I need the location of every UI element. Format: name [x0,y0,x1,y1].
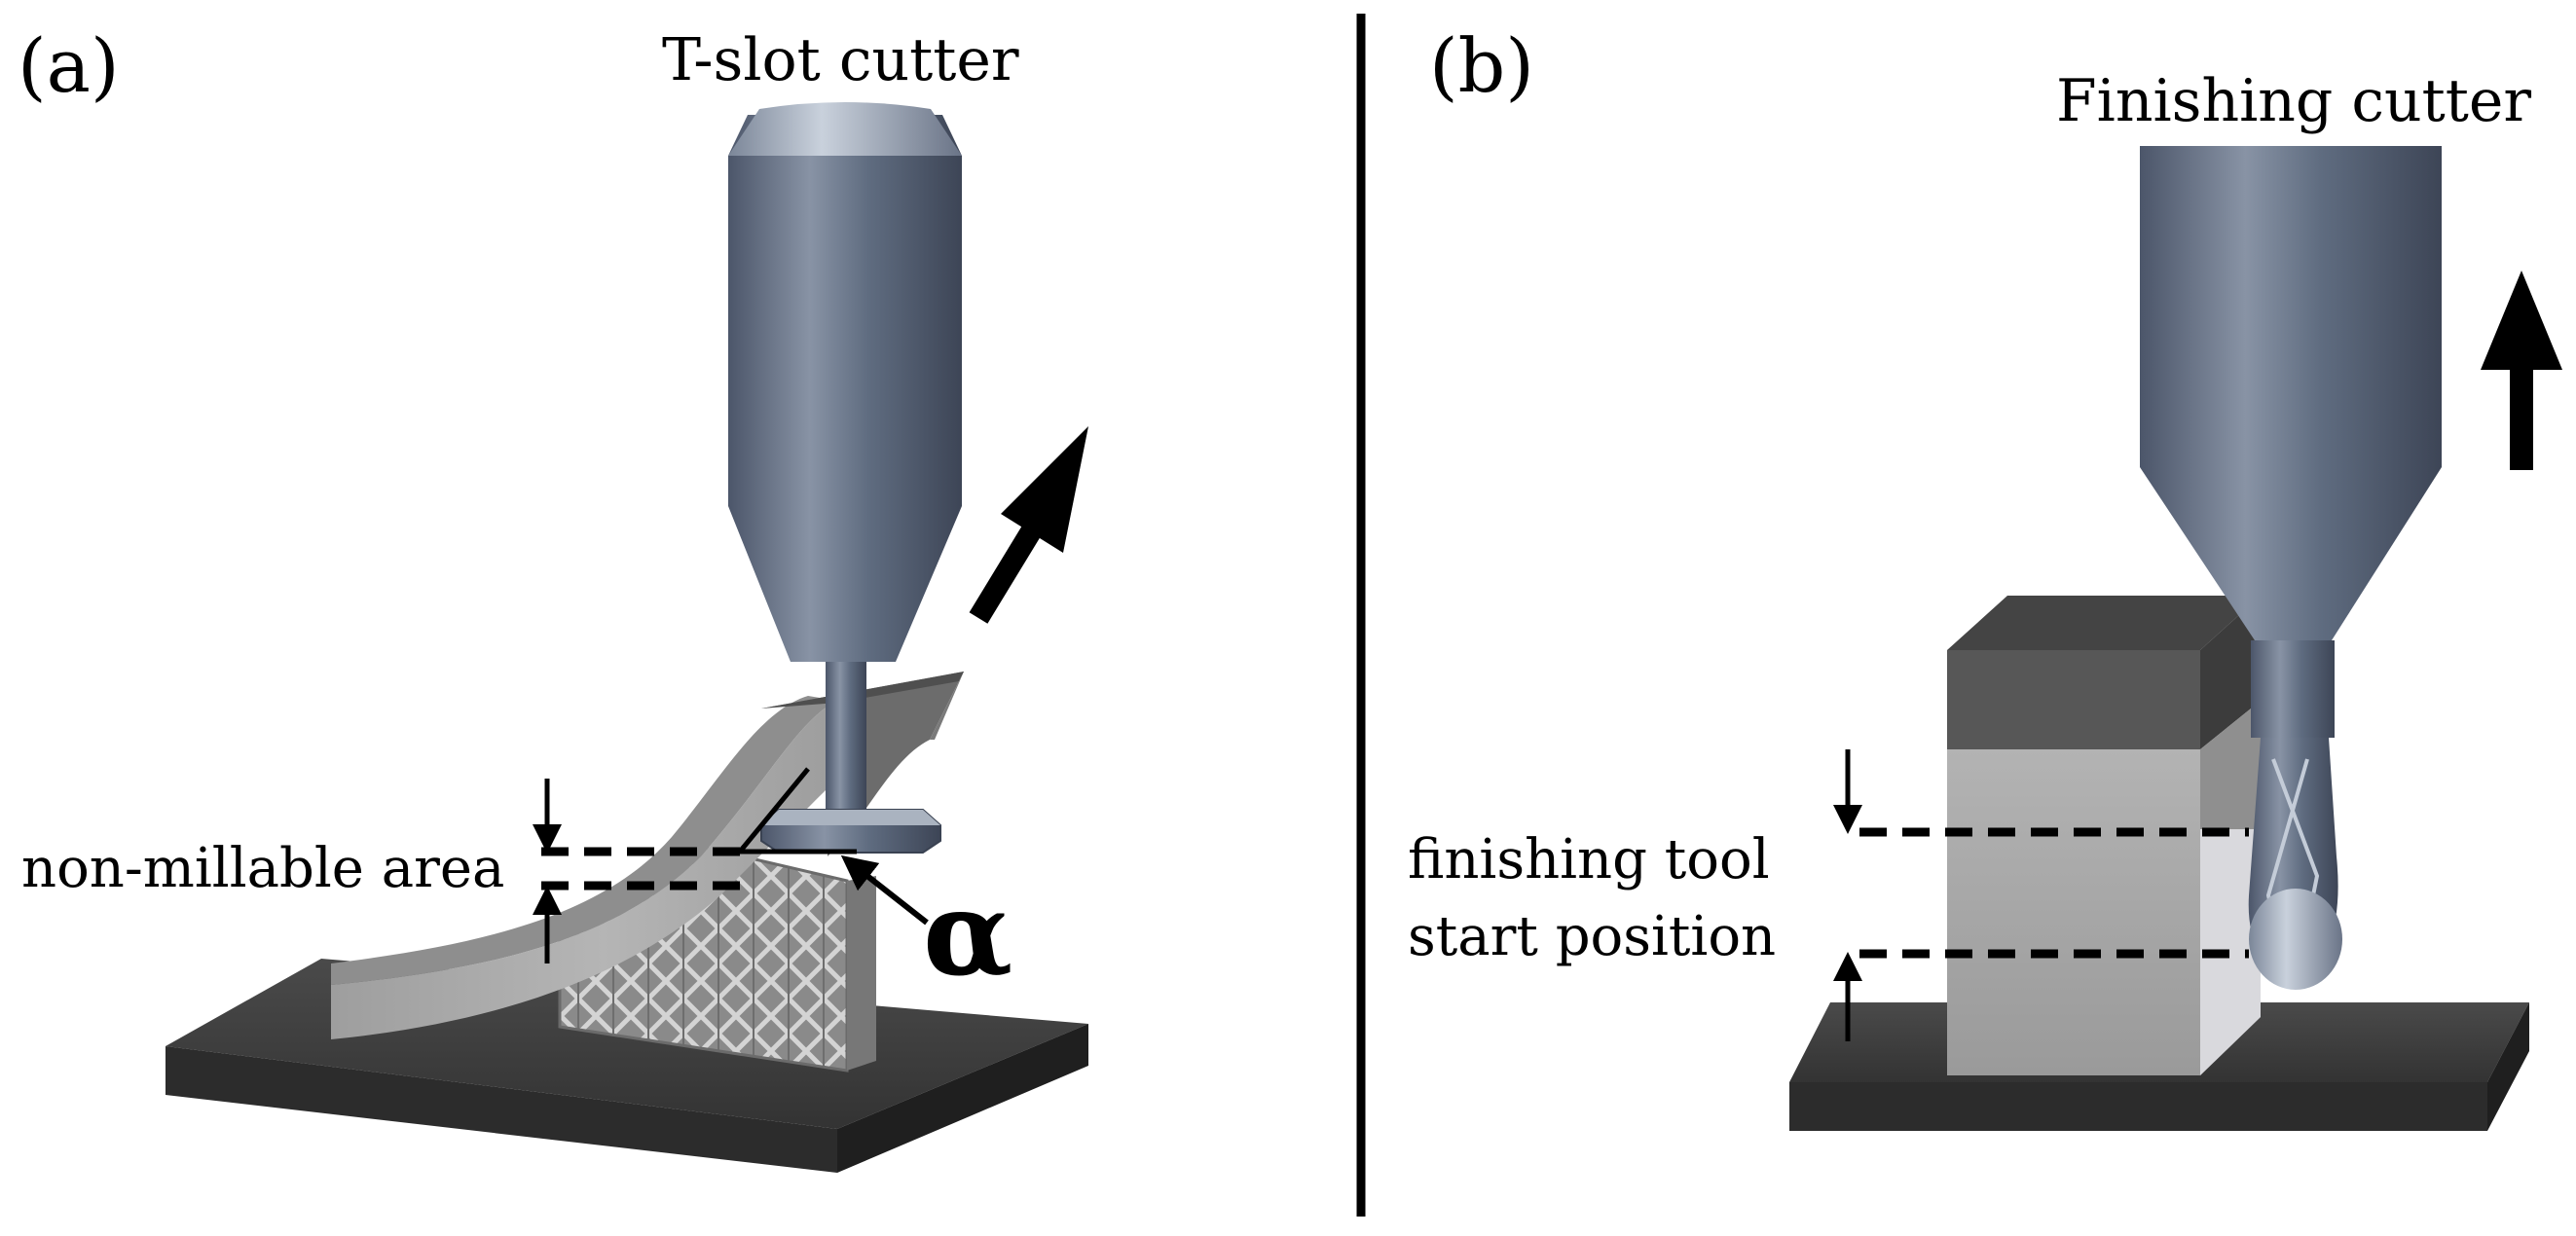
motion-arrow-b [2481,271,2562,470]
alpha-pointer-arrow [840,854,929,926]
panel-b-label: (b) [1429,22,1534,109]
non-millable-dashes [541,847,748,891]
panel-a [166,102,1088,1173]
finishing-cutter-tool [2140,146,2442,990]
start-position-dashes [1859,827,2249,959]
angle-alpha-lines [738,767,810,854]
panel-a-label: (a) [18,22,120,109]
panel-b [1789,146,2562,1131]
t-slot-cutter-label: T-slot cutter [662,26,1019,94]
non-millable-area-label: non-millable area [21,837,505,900]
t-slot-cutter-tool [728,102,962,854]
alpha-symbol: α [923,865,1013,1002]
finishing-cutter-label: Finishing cutter [2056,67,2532,135]
finishing-tool-label-line2: start position [1408,905,1777,968]
finishing-tool-label-line1: finishing tool [1408,828,1770,891]
motion-arrow-a [969,426,1088,624]
